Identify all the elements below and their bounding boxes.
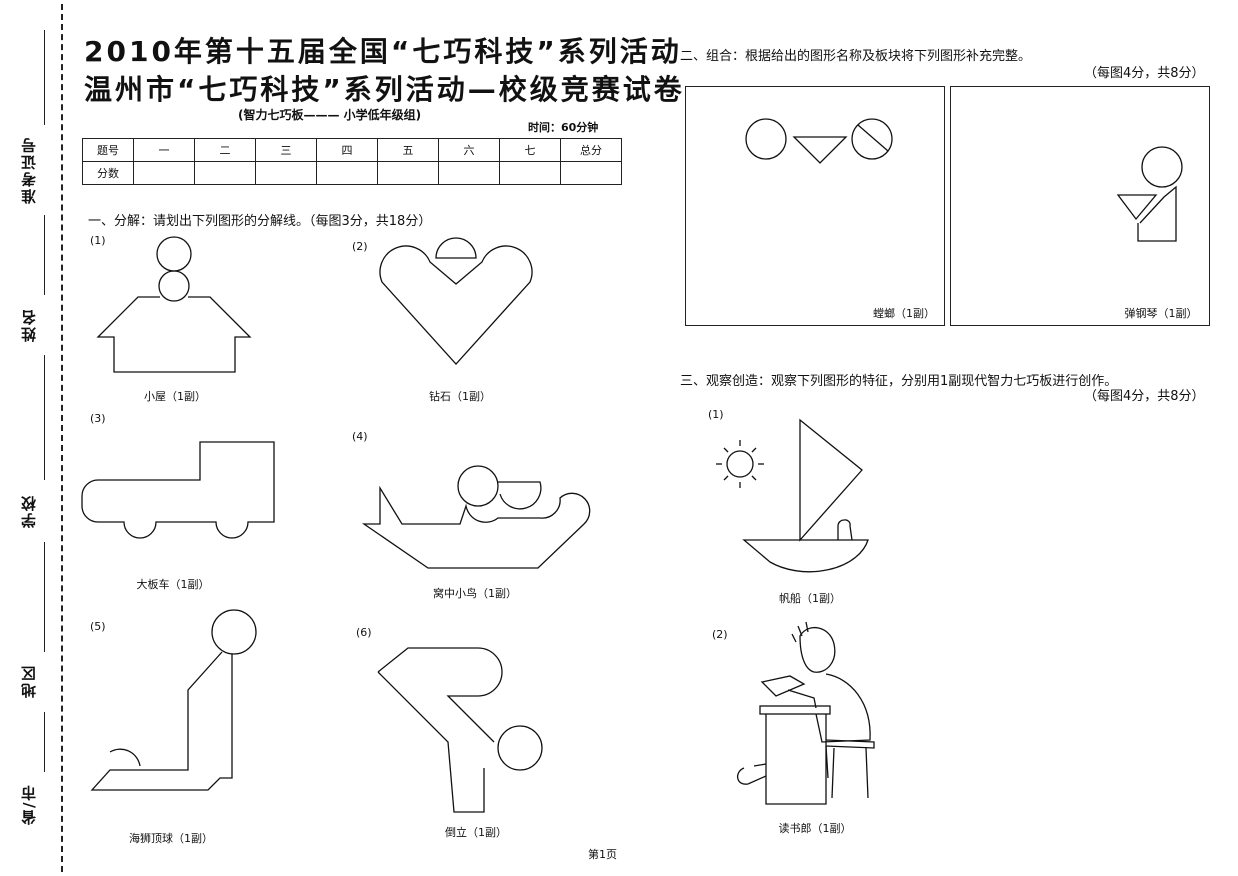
score-table-score-row: 分数 [82, 161, 622, 185]
section-2-heading: 二、组合：根据给出的图形名称及板块将下列图形补充完整。 [680, 49, 1032, 64]
title-line-2: 温州市“七巧科技”系列活动—校级竞赛试卷 [84, 73, 685, 106]
piano-pieces [1116, 146, 1183, 242]
item-number: (3) [90, 412, 106, 425]
score-cell[interactable] [560, 161, 622, 185]
item-number: (2) [352, 240, 368, 253]
item-number: (5) [90, 620, 106, 633]
side-line [44, 355, 45, 480]
section-2-score: （每图4分，共8分） [1084, 66, 1205, 81]
mantis-pieces [745, 118, 893, 164]
item-number: (2) [712, 628, 728, 641]
table-cell: 分数 [82, 161, 134, 185]
table-cell: 三 [255, 138, 317, 162]
sailboat-figure [716, 418, 869, 573]
score-cell[interactable] [499, 161, 561, 185]
caption-reading-boy: 读书郎（1副） [778, 822, 852, 835]
handstand-figure [377, 647, 543, 813]
page-number: 第1页 [588, 848, 617, 861]
sea-lion-figure [90, 609, 257, 791]
section-1-heading: 一、分解：请划出下列图形的分解线。（每图3分，共18分） [88, 214, 432, 229]
score-cell[interactable] [133, 161, 195, 185]
caption-truck: 大板车（1副） [136, 578, 210, 591]
side-line [44, 215, 45, 295]
table-cell: 题号 [82, 138, 134, 162]
caption-mantis: 螳螂（1副） [873, 307, 935, 320]
truck-figure [81, 441, 275, 539]
caption-bird-in-nest: 窝中小鸟（1副） [433, 587, 517, 600]
side-label-school: 学校 [20, 494, 38, 528]
table-cell: 七 [499, 138, 561, 162]
piano-box: 弹钢琴（1副） [950, 86, 1210, 326]
score-table: 题号 一 二 三 四 五 六 七 总分 分数 [82, 138, 622, 185]
item-number: (1) [708, 408, 724, 421]
caption-sailboat: 帆船（1副） [779, 592, 841, 605]
reading-boy-figure [737, 621, 875, 805]
binding-dashed-line [61, 4, 63, 872]
side-label-region: 地区 [20, 664, 38, 698]
side-line [44, 542, 45, 652]
side-line [44, 712, 45, 772]
caption-house: 小屋（1副） [144, 390, 206, 403]
caption-sea-lion: 海狮顶球（1副） [129, 832, 213, 845]
table-cell: 二 [194, 138, 256, 162]
item-number: (6) [356, 626, 372, 639]
mantis-box: 螳螂（1副） [685, 86, 945, 326]
table-cell: 四 [316, 138, 378, 162]
section-3-score: （每图4分，共8分） [1084, 389, 1205, 404]
item-number: (1) [90, 234, 106, 247]
score-cell[interactable] [316, 161, 378, 185]
diamond-figure [379, 237, 533, 365]
table-cell: 六 [438, 138, 500, 162]
exam-time: 时间：60分钟 [528, 121, 599, 134]
score-table-header-row: 题号 一 二 三 四 五 六 七 总分 [82, 138, 622, 162]
subtitle: (智力七巧板——— 小学低年级组) [238, 108, 422, 122]
section-3-heading: 三、观察创造：观察下列图形的特征，分别用1副现代智力七巧板进行创作。 [680, 374, 1118, 389]
score-cell[interactable] [438, 161, 500, 185]
bird-in-nest-figure [361, 465, 591, 569]
side-label-exam-number: 准考证号 [20, 136, 38, 204]
table-cell: 一 [133, 138, 195, 162]
side-label-name: 姓名 [20, 308, 38, 342]
table-cell: 五 [377, 138, 439, 162]
caption-diamond: 钻石（1副） [429, 390, 491, 403]
table-cell: 总分 [560, 138, 622, 162]
score-cell[interactable] [255, 161, 317, 185]
item-number: (4) [352, 430, 368, 443]
score-cell[interactable] [377, 161, 439, 185]
caption-handstand: 倒立（1副） [445, 826, 507, 839]
caption-piano: 弹钢琴（1副） [1124, 307, 1198, 320]
title-line-1: 2010年第十五届全国“七巧科技”系列活动 [84, 35, 682, 68]
side-label-province: 省/市 [20, 783, 38, 825]
side-line [44, 30, 45, 125]
score-cell[interactable] [194, 161, 256, 185]
house-figure [96, 236, 252, 373]
